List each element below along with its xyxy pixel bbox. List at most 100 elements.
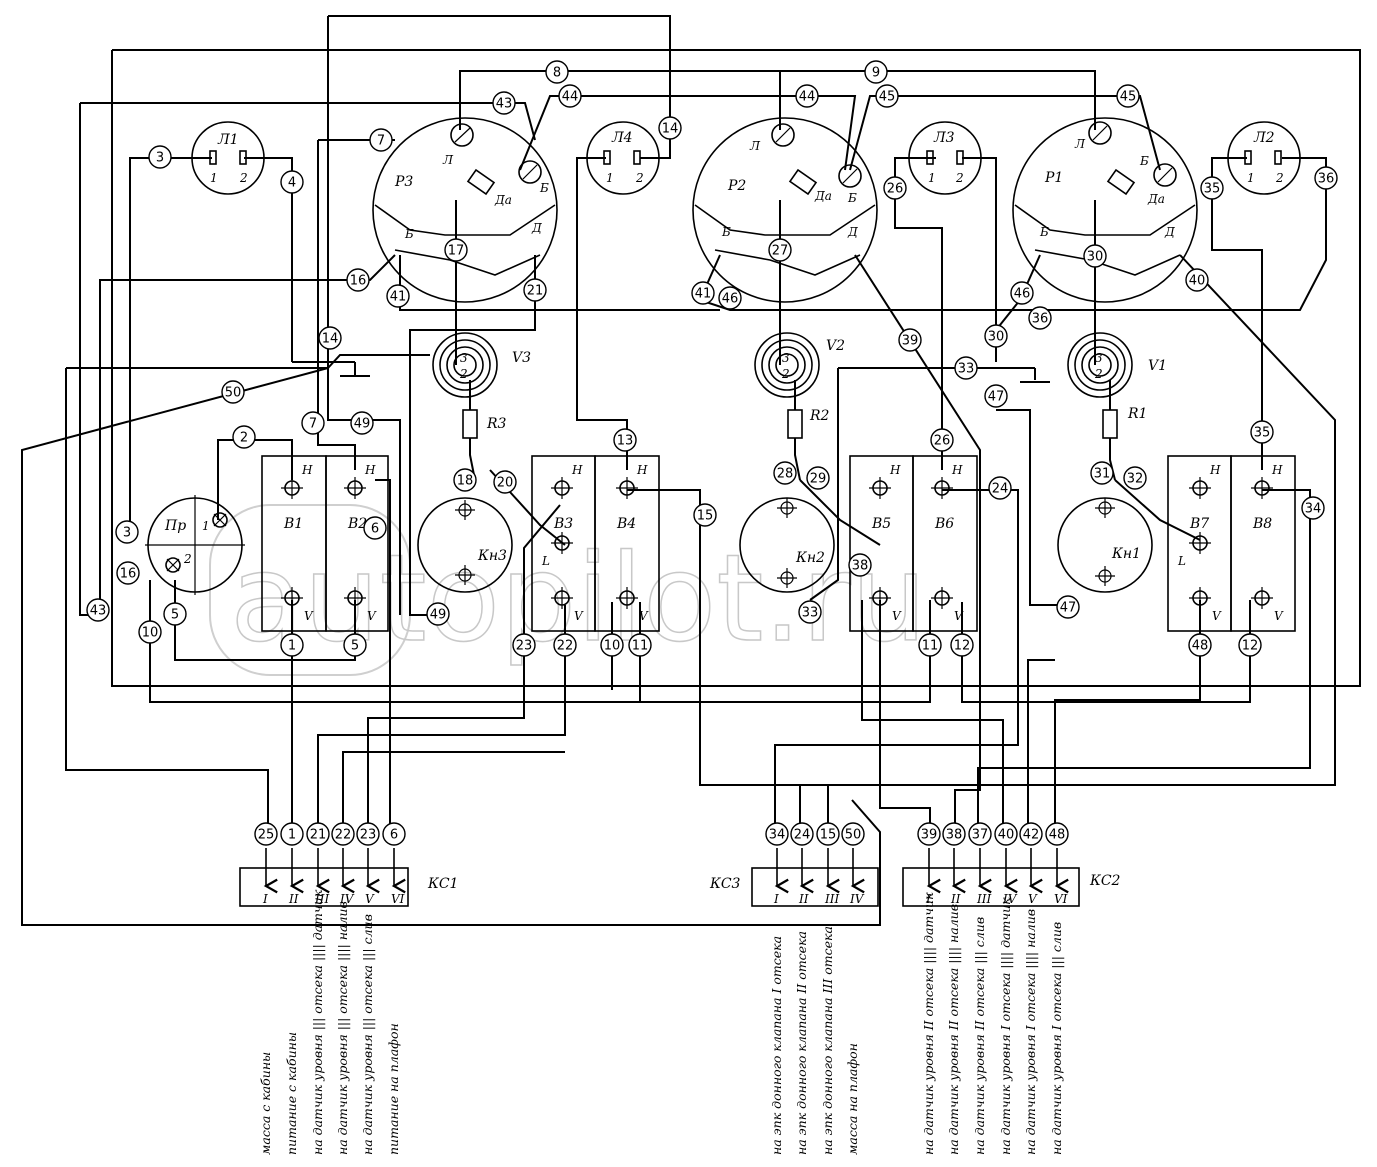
pin-label: 1 bbox=[928, 171, 936, 185]
svg-text:2: 2 bbox=[240, 431, 248, 446]
resistor-label: R3 bbox=[486, 416, 507, 432]
connector-pin: V bbox=[1028, 848, 1043, 906]
svg-text:14: 14 bbox=[662, 122, 679, 137]
indicator-V3: 3 2 V3 bbox=[432, 332, 531, 398]
connector-KC2: КС2 bbox=[902, 867, 1121, 907]
wire-tag: 45 bbox=[1116, 84, 1140, 108]
terminal-label: Л bbox=[749, 139, 761, 153]
svg-text:48: 48 bbox=[1192, 639, 1209, 654]
wire-tag: 11 bbox=[628, 633, 652, 657]
lamp-label: Л3 bbox=[933, 130, 955, 146]
wire-tag: 3 bbox=[148, 145, 172, 169]
pin-roman-label: IV bbox=[849, 892, 865, 906]
svg-text:3: 3 bbox=[123, 526, 131, 541]
wire-tag: 2 bbox=[232, 425, 256, 449]
wire-tag: 29 bbox=[806, 466, 830, 490]
svg-text:21: 21 bbox=[310, 828, 327, 843]
fuse-label: Пр bbox=[164, 518, 186, 534]
pin-roman-label: I bbox=[262, 892, 268, 906]
svg-text:11: 11 bbox=[632, 639, 649, 654]
button-Kn3: Кн3 bbox=[417, 497, 513, 593]
wire-tag: 28 bbox=[773, 461, 797, 485]
wire-tag: 17 bbox=[444, 238, 468, 262]
wire-tag: 39 bbox=[917, 822, 941, 846]
svg-text:31: 31 bbox=[1094, 467, 1111, 482]
switch-top-label: Н bbox=[889, 463, 901, 477]
connector-description: на эпк донного клапана III отсека bbox=[820, 926, 835, 1155]
terminal-label: Да bbox=[1147, 192, 1165, 206]
wire-tag: 44 bbox=[558, 84, 582, 108]
svg-text:7: 7 bbox=[309, 417, 317, 432]
switch-bottom-label: V bbox=[367, 609, 377, 623]
switch-bottom-label: V bbox=[892, 609, 902, 623]
wire-tag: 23 bbox=[356, 822, 380, 846]
switch-label: B2 bbox=[347, 516, 367, 532]
wire-tag: 37 bbox=[968, 822, 992, 846]
pin-label: 1 bbox=[202, 519, 210, 533]
terminal-label: Л bbox=[1074, 137, 1086, 151]
switch-bottom-label: V bbox=[1212, 609, 1222, 623]
svg-text:38: 38 bbox=[946, 828, 963, 843]
connector-description: на датчик уровня I отсека |||| налив bbox=[1023, 909, 1038, 1155]
switch-mid-label: L bbox=[1177, 554, 1186, 568]
wire-tag: 46 bbox=[1010, 281, 1034, 305]
svg-text:10: 10 bbox=[604, 639, 621, 654]
wire-tag: 48 bbox=[1188, 633, 1212, 657]
switch-label: B5 bbox=[871, 516, 891, 532]
wire-tag: 50 bbox=[841, 822, 865, 846]
svg-text:34: 34 bbox=[1305, 502, 1322, 517]
svg-text:5: 5 bbox=[351, 639, 359, 654]
wire-tag: 1 bbox=[280, 822, 304, 846]
pin-roman-label: V bbox=[1028, 892, 1038, 906]
connector-pin: I bbox=[773, 848, 789, 906]
wire-tag: 4 bbox=[280, 170, 304, 194]
svg-text:29: 29 bbox=[810, 472, 827, 487]
svg-text:28: 28 bbox=[777, 467, 794, 482]
pin-label: 2 bbox=[1275, 171, 1284, 185]
pin-roman-label: VI bbox=[391, 892, 405, 906]
connector-pin: IV bbox=[849, 848, 865, 906]
resistor-R2: R2 bbox=[787, 408, 830, 439]
wire-tag: 7 bbox=[301, 411, 325, 435]
svg-text:14: 14 bbox=[322, 332, 339, 347]
svg-text:45: 45 bbox=[879, 90, 896, 105]
button-label: Кн1 bbox=[1111, 546, 1141, 562]
connector-description: на датчик уровня II отсека |||| датчик bbox=[921, 892, 936, 1155]
svg-text:23: 23 bbox=[360, 828, 377, 843]
switch-top-label: Н bbox=[636, 463, 648, 477]
svg-text:30: 30 bbox=[988, 330, 1005, 345]
indicator-V2: 3 2 V2 bbox=[754, 332, 845, 398]
svg-text:24: 24 bbox=[992, 482, 1009, 497]
svg-text:15: 15 bbox=[820, 828, 837, 843]
svg-text:37: 37 bbox=[972, 828, 989, 843]
wire-tag: 42 bbox=[1019, 822, 1043, 846]
lamp-L3: Л3 1 2 bbox=[908, 121, 982, 195]
terminal-label: Да bbox=[814, 189, 832, 203]
svg-text:46: 46 bbox=[722, 292, 739, 307]
svg-text:23: 23 bbox=[516, 639, 533, 654]
svg-text:12: 12 bbox=[954, 639, 971, 654]
wire-tag: 7 bbox=[369, 128, 393, 152]
wire-tag: 36 bbox=[1028, 306, 1052, 330]
svg-text:36: 36 bbox=[1318, 172, 1335, 187]
svg-text:41: 41 bbox=[390, 290, 407, 305]
connector-label: КС2 bbox=[1089, 873, 1121, 889]
wire-tag: 12 bbox=[950, 633, 974, 657]
resistor-label: R1 bbox=[1127, 406, 1147, 422]
pin-label: 2 bbox=[781, 367, 790, 381]
svg-text:5: 5 bbox=[171, 608, 179, 623]
button-label: Кн2 bbox=[795, 550, 825, 566]
wire-tag: 41 bbox=[691, 281, 715, 305]
wire-tag: 11 bbox=[918, 633, 942, 657]
connector-description: питание на плафон bbox=[386, 1023, 401, 1155]
svg-text:35: 35 bbox=[1254, 426, 1271, 441]
lamp-L2: Л2 1 2 bbox=[1227, 121, 1301, 195]
svg-text:22: 22 bbox=[335, 828, 352, 843]
svg-text:49: 49 bbox=[430, 608, 447, 623]
wire-tag: 46 bbox=[718, 286, 742, 310]
wire-tag: 6 bbox=[382, 822, 406, 846]
wire-tag: 38 bbox=[848, 553, 872, 577]
svg-text:43: 43 bbox=[90, 604, 107, 619]
